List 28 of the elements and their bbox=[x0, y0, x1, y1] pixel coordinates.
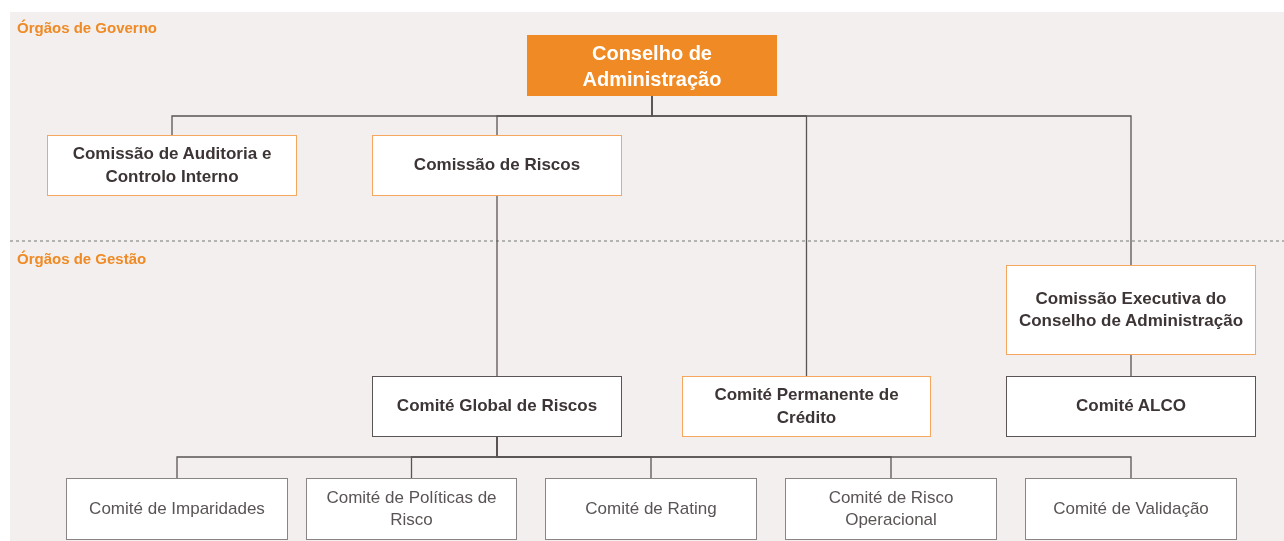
box-label: Comité de Risco Operacional bbox=[827, 486, 955, 531]
box-label: Comité de Imparidades bbox=[88, 497, 266, 520]
org-box bbox=[372, 135, 622, 196]
org-box bbox=[1025, 478, 1237, 540]
box-label: Comité ALCO bbox=[1075, 395, 1187, 418]
org-box bbox=[785, 478, 997, 540]
box-label: Comissão de Auditoria e Controlo Interno bbox=[71, 143, 273, 188]
org-box bbox=[527, 35, 777, 96]
org-box bbox=[1006, 376, 1256, 437]
box-label: Comissão de Riscos bbox=[412, 154, 582, 177]
box-label: Comissão Executiva do Conselho de Administração bbox=[1017, 287, 1245, 332]
section-heading: Órgãos de Gestão bbox=[17, 250, 147, 267]
box-label: Comité de Políticas de Risco bbox=[325, 486, 498, 531]
connector-line bbox=[496, 195, 498, 377]
box-label: Comité Global de Riscos bbox=[395, 395, 599, 418]
box-label: Comité de Rating bbox=[584, 497, 718, 520]
section-heading: Órgãos de Governo bbox=[17, 19, 158, 36]
box-label: Conselho de Administração bbox=[581, 40, 723, 92]
org-box bbox=[47, 135, 297, 196]
connector-line bbox=[1130, 354, 1132, 377]
org-box bbox=[1006, 265, 1256, 355]
org-box bbox=[682, 376, 931, 437]
box-label: Comité Permanente de Crédito bbox=[713, 384, 900, 429]
org-box bbox=[545, 478, 757, 540]
box-label: Comité de Validação bbox=[1052, 497, 1210, 520]
org-box bbox=[66, 478, 288, 540]
org-box bbox=[372, 376, 622, 437]
org-box bbox=[306, 478, 517, 540]
